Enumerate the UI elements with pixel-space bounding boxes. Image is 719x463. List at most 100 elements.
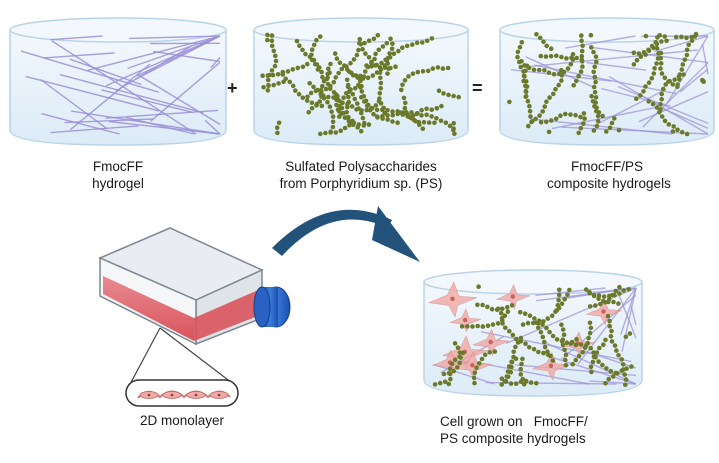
polysaccharide-bead <box>560 337 566 343</box>
polysaccharide-bead <box>507 99 512 105</box>
polysaccharide-bead <box>330 124 336 130</box>
fiber-strand <box>41 113 120 135</box>
polysaccharide-bead <box>443 120 449 126</box>
polysaccharide-bead <box>593 355 598 360</box>
polysaccharide-bead <box>452 357 458 363</box>
polysaccharide-bead <box>587 290 592 296</box>
polysaccharide-bead <box>425 68 431 74</box>
polysaccharide-bead <box>638 93 643 98</box>
polysaccharide-bead <box>290 67 296 72</box>
polysaccharide-bead <box>536 325 541 330</box>
polysaccharide-bead <box>448 376 453 382</box>
polysaccharide-bead <box>345 101 350 107</box>
polysaccharide-bead <box>436 88 442 94</box>
polysaccharide-bead <box>622 372 627 377</box>
polysaccharide-bead <box>526 123 531 129</box>
polysaccharide-bead <box>609 328 614 334</box>
polysaccharide-bead <box>578 125 584 131</box>
polysaccharide-bead <box>568 112 573 117</box>
polysaccharide-bead <box>273 58 279 64</box>
polysaccharide-bead <box>354 52 360 58</box>
polysaccharide-bead <box>430 66 436 71</box>
fiber-strand <box>127 35 221 70</box>
polysaccharide-bead <box>560 327 566 332</box>
polysaccharide-bead <box>347 122 352 128</box>
fiber-strand <box>617 85 709 125</box>
polysaccharide-bead <box>409 110 414 115</box>
fiber-strand <box>106 35 221 87</box>
polysaccharide-bead <box>456 94 462 100</box>
polysaccharide-bead <box>479 356 485 362</box>
polysaccharide-bead <box>319 94 324 99</box>
polysaccharide-bead <box>326 66 331 71</box>
polysaccharide-bead <box>330 114 336 119</box>
polysaccharide-bead <box>338 128 344 134</box>
polysaccharide-bead <box>556 82 561 88</box>
polysaccharide-bead <box>451 93 456 99</box>
fiber-strand <box>51 40 197 135</box>
polysaccharide-bead <box>588 345 593 351</box>
polysaccharide-bead <box>432 120 437 126</box>
polysaccharide-bead <box>350 118 355 124</box>
polysaccharide-bead <box>265 32 270 38</box>
polysaccharide-bead <box>597 345 602 351</box>
polysaccharide-bead <box>546 352 551 358</box>
polysaccharide-bead <box>401 95 407 101</box>
polysaccharide-bead <box>395 111 401 117</box>
composite-bead-chains <box>507 31 706 137</box>
polysaccharide-bead <box>671 124 676 129</box>
polysaccharide-bead <box>437 380 443 386</box>
polysaccharide-bead <box>457 354 462 360</box>
polysaccharide-bead <box>593 100 598 105</box>
fmocff-hydrogel-container <box>9 17 227 146</box>
flask-cap <box>253 286 291 328</box>
polysaccharide-bead <box>662 118 668 124</box>
polysaccharide-bead <box>451 126 456 131</box>
polysaccharide-bead <box>350 91 356 97</box>
polysaccharide-bead <box>276 120 282 126</box>
polysaccharide-bead <box>587 330 593 336</box>
polysaccharide-bead <box>273 53 278 59</box>
polysaccharide-bead <box>314 103 319 108</box>
polysaccharide-bead <box>560 342 566 348</box>
polysaccharide-bead <box>515 49 521 55</box>
polysaccharide-bead <box>265 37 270 43</box>
polysaccharide-bead <box>438 118 444 124</box>
polysaccharide-bead <box>385 71 390 76</box>
polysaccharide-bead <box>400 112 406 117</box>
fiber-strand <box>50 125 139 134</box>
polysaccharide-bead <box>374 107 380 113</box>
polysaccharide-bead <box>604 129 609 134</box>
polysaccharide-bead <box>500 306 505 312</box>
polysaccharide-bead <box>554 337 560 342</box>
polysaccharide-bead <box>317 99 323 104</box>
polysaccharide-bead <box>518 339 524 344</box>
polysaccharide-bead <box>390 109 395 114</box>
polysaccharide-bead <box>588 364 594 370</box>
polysaccharide-bead <box>370 73 376 78</box>
polysaccharide-bead <box>523 89 529 94</box>
polysaccharide-bead <box>441 91 446 96</box>
fiber-strand <box>565 35 636 49</box>
ps-label: Sulfated Polysaccharides from Porphyridi… <box>279 159 443 191</box>
polysaccharide-bead <box>419 113 424 118</box>
polysaccharide-bead <box>617 284 622 290</box>
polysaccharide-bead <box>360 76 366 81</box>
polysaccharide-bead <box>402 78 408 83</box>
polysaccharide-bead <box>440 66 446 71</box>
polysaccharide-bead <box>275 130 280 136</box>
polysaccharide-bead <box>494 307 500 313</box>
polysaccharide-bead-chains <box>260 32 462 137</box>
polysaccharide-bead <box>579 33 584 38</box>
polysaccharide-bead <box>641 89 646 94</box>
polysaccharide-bead <box>296 91 302 97</box>
polysaccharide-bead <box>601 294 607 299</box>
polysaccharide-bead <box>307 54 313 60</box>
arrow-head <box>372 206 420 262</box>
polysaccharide-bead <box>579 38 584 43</box>
polysaccharide-bead <box>658 50 664 56</box>
polysaccharide-bead <box>654 41 660 47</box>
cell-nucleus <box>450 296 455 301</box>
polysaccharide-bead <box>285 69 291 74</box>
polysaccharide-bead <box>319 89 324 94</box>
